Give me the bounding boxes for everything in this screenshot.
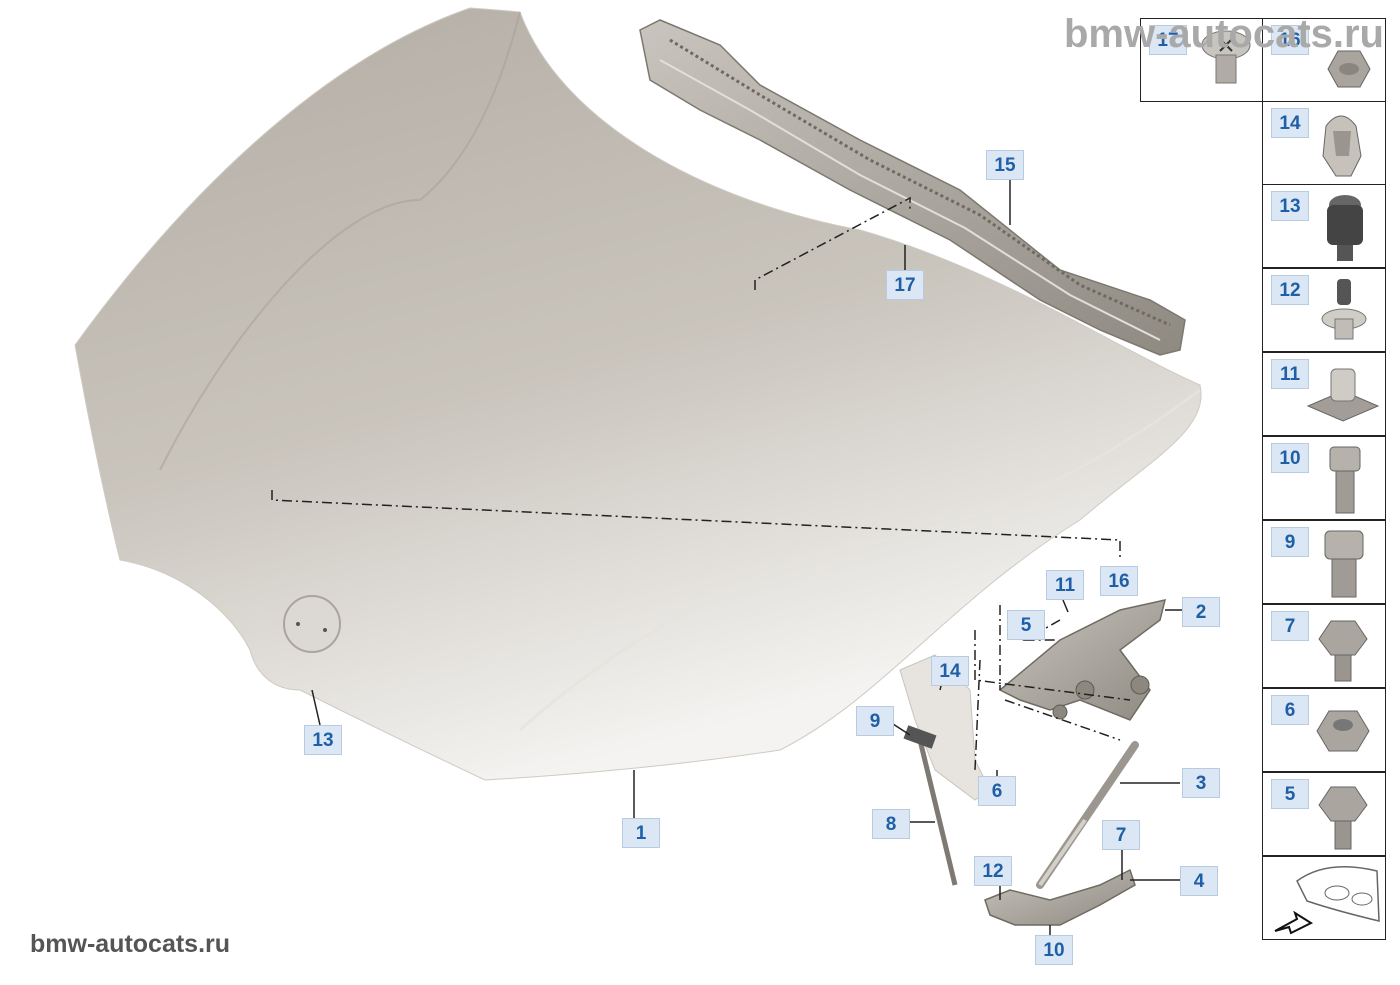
vehicle-locator-cell bbox=[1262, 856, 1386, 940]
hex-nut-icon bbox=[1316, 710, 1370, 752]
legend-cell: 17 bbox=[1140, 18, 1263, 102]
rubber-buffer-icon bbox=[1327, 195, 1363, 261]
callout-8: 8 bbox=[872, 809, 910, 839]
clip-icon bbox=[1322, 115, 1362, 177]
nut-icon bbox=[1327, 50, 1371, 88]
lower-bracket bbox=[984, 868, 1136, 926]
legend-number: 6 bbox=[1271, 695, 1309, 725]
hood-crease-right bbox=[518, 388, 1201, 732]
legend-number: 9 bbox=[1271, 527, 1309, 557]
washer-cap bbox=[283, 595, 341, 653]
hood-crease-left bbox=[159, 11, 521, 471]
legend-cell: 5 bbox=[1262, 772, 1386, 856]
legend-cell: 12 bbox=[1262, 268, 1386, 352]
callout-11: 11 bbox=[1046, 570, 1084, 600]
callout-6: 6 bbox=[978, 776, 1016, 806]
callout-10: 10 bbox=[1035, 935, 1073, 965]
legend-cell: 13 bbox=[1262, 184, 1386, 268]
callout-1: 1 bbox=[622, 818, 660, 848]
callout-4: 4 bbox=[1180, 866, 1218, 896]
legend-number: 17 bbox=[1149, 25, 1187, 55]
expansion-rivet-icon bbox=[1321, 279, 1367, 340]
callout-2: 2 bbox=[1182, 597, 1220, 627]
legend-number: 12 bbox=[1271, 275, 1309, 305]
callout-17: 17 bbox=[886, 270, 924, 300]
legend-number: 16 bbox=[1271, 25, 1309, 55]
hex-bolt-icon bbox=[1318, 620, 1368, 682]
watermark-bottom: bmw-autocats.ru bbox=[30, 930, 231, 958]
legend-cell: 10 bbox=[1262, 436, 1386, 520]
callout-9: 9 bbox=[856, 706, 894, 736]
callout-12: 12 bbox=[974, 856, 1012, 886]
callout-16: 16 bbox=[1100, 566, 1138, 596]
reinforcement-bar bbox=[639, 19, 1186, 356]
legend-number: 5 bbox=[1271, 779, 1309, 809]
legend-cell: 9 bbox=[1262, 520, 1386, 604]
hex-socket-bolt-icon bbox=[1324, 530, 1364, 598]
hex-bolt-icon bbox=[1318, 786, 1368, 850]
legend-number: 10 bbox=[1271, 443, 1309, 473]
legend-cell: 6 bbox=[1262, 688, 1386, 772]
legend-number: 13 bbox=[1271, 191, 1309, 221]
hood-stay bbox=[917, 739, 958, 886]
watermark-top: bmw-autocats.ru bbox=[1063, 12, 1384, 56]
legend-cell: 14 bbox=[1262, 101, 1386, 185]
callout-5: 5 bbox=[1007, 610, 1045, 640]
callout-7: 7 bbox=[1102, 820, 1140, 850]
vehicle-front-icon bbox=[1274, 866, 1380, 935]
callout-3: 3 bbox=[1182, 768, 1220, 798]
legend-number: 14 bbox=[1271, 108, 1309, 138]
dashed-guides bbox=[271, 196, 1131, 771]
legend-cell: 7 bbox=[1262, 604, 1386, 688]
screw-clip-icon bbox=[1201, 30, 1251, 84]
legend-number: 11 bbox=[1271, 359, 1309, 389]
legend-cell: 11 bbox=[1262, 352, 1386, 436]
legend-cell: 16 bbox=[1262, 18, 1386, 102]
spring-nut-icon bbox=[1306, 368, 1380, 422]
callout-15: 15 bbox=[986, 150, 1024, 180]
legend-number: 7 bbox=[1271, 611, 1309, 641]
hood-panel bbox=[74, 7, 1202, 781]
callout-13: 13 bbox=[304, 725, 342, 755]
hex-socket-bolt-icon bbox=[1329, 446, 1361, 514]
callout-14: 14 bbox=[931, 656, 969, 686]
